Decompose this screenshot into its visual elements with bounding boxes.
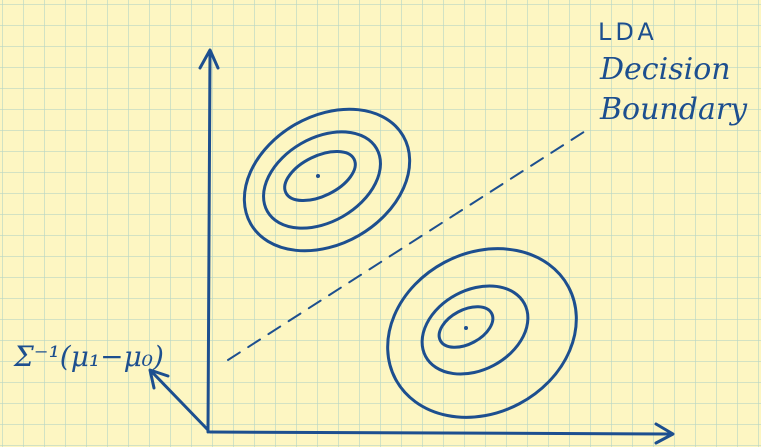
direction-vector-label: Σ⁻¹(μ₁−μ₀) <box>14 340 164 373</box>
direction-vector-arrowhead <box>148 368 170 390</box>
decision-boundary-line <box>227 127 591 361</box>
contour-outer <box>242 107 412 253</box>
contour-inner <box>283 149 357 203</box>
contour-outer <box>386 247 578 419</box>
cluster-class-0 <box>242 107 412 253</box>
boundary-label-line1: LDA <box>598 18 658 46</box>
contour-inner <box>437 305 495 349</box>
boundary-label-line3: Boundary <box>600 92 748 127</box>
contour-middle <box>420 284 530 376</box>
contour-middle <box>262 130 382 230</box>
mean-point <box>316 174 320 178</box>
axes <box>198 48 675 445</box>
y-axis-arrowhead <box>198 48 220 70</box>
cluster-class-1 <box>386 247 578 419</box>
y-axis <box>206 50 212 434</box>
direction-vector-shaft <box>150 370 210 432</box>
direction-vector <box>148 368 210 432</box>
boundary-label-line2: Decision <box>600 52 731 87</box>
x-axis <box>208 430 674 436</box>
mean-point <box>464 326 468 330</box>
x-axis-arrowhead <box>654 422 675 445</box>
